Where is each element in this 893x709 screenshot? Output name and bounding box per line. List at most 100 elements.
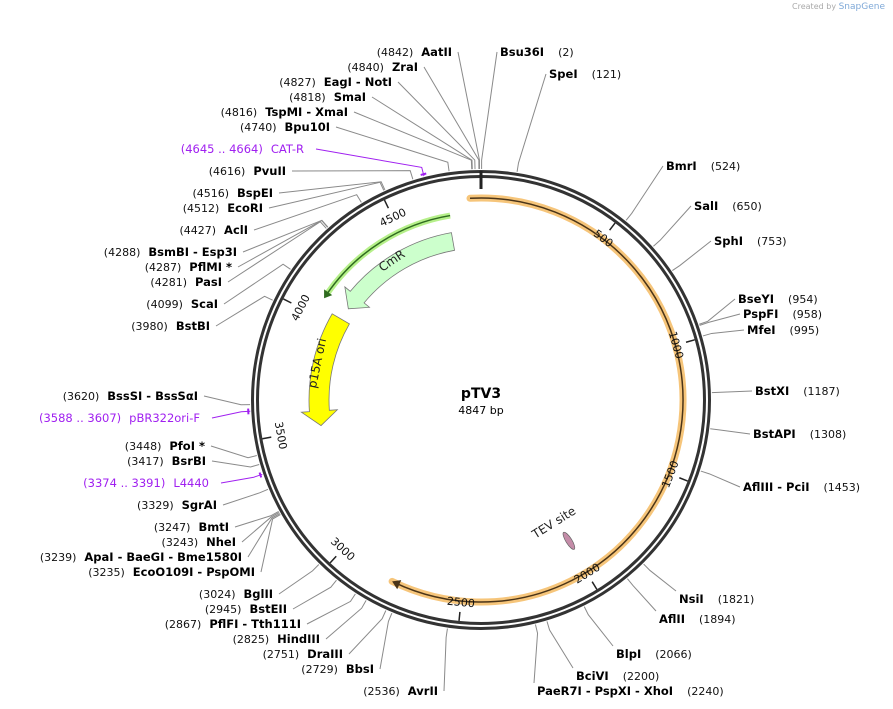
enzyme-label[interactable]: BseYI(954)	[738, 292, 818, 306]
enzyme-label[interactable]: (3329)SgrAI	[137, 498, 217, 512]
enzyme-line	[516, 73, 547, 172]
enzyme-position: (4099)	[146, 298, 183, 311]
p15a-ori-feature-arrow[interactable]	[300, 313, 350, 427]
enzyme-label[interactable]: (2536)AvrII	[363, 684, 438, 698]
enzyme-label[interactable]: (3448)PfoI *	[125, 439, 205, 453]
cmr-line[interactable]	[326, 214, 451, 295]
tick-mark	[283, 298, 292, 304]
enzyme-position: (1308)	[810, 428, 847, 441]
enzyme-name: PvuII	[253, 164, 286, 178]
enzyme-label[interactable]: (3243)NheI	[162, 535, 236, 549]
enzyme-line	[247, 513, 281, 558]
enzyme-label[interactable]: (2729)BbsI	[301, 662, 374, 676]
enzyme-label[interactable]: (3620)BssSI - BssSαI	[63, 389, 198, 403]
enzyme-line	[335, 126, 450, 172]
enzyme-label[interactable]: AflIII - PciI(1453)	[743, 480, 860, 494]
tev-site-label: TEV site	[529, 504, 578, 542]
enzyme-label[interactable]: BstAPI(1308)	[753, 427, 846, 441]
primer-mark	[258, 472, 263, 478]
enzyme-label[interactable]: (2945) BstEII	[205, 602, 287, 616]
enzyme-label[interactable]: Bsu36I(2)	[500, 45, 574, 59]
enzyme-position: (1894)	[699, 613, 736, 626]
tev-site-feature[interactable]	[561, 531, 577, 551]
enzyme-label[interactable]: (4099)ScaI	[146, 297, 218, 311]
enzyme-name: Bsu36I	[500, 45, 544, 59]
enzyme-label[interactable]: AflII(1894)	[659, 612, 736, 626]
enzyme-name: PasI	[195, 275, 222, 289]
enzyme-label[interactable]: (4827)EagI - NotI	[279, 75, 392, 89]
enzyme-label[interactable]: SphI(753)	[714, 234, 787, 248]
enzyme-label[interactable]: (4816) TspMI - XmaI	[221, 105, 348, 119]
tick-label: 4000	[289, 292, 313, 323]
enzyme-position: (3243)	[162, 536, 199, 549]
enzyme-label[interactable]: (4818)SmaI	[289, 90, 366, 104]
enzyme-label[interactable]: PaeR7I - PspXI - XhoI(2240)	[537, 684, 724, 698]
tick-label: 4500	[378, 206, 409, 230]
enzyme-name: PspFI	[743, 307, 778, 321]
enzyme-label[interactable]: (4288)BsmBI - Esp3I	[104, 245, 237, 259]
primer-label[interactable]: (4645 .. 4664)CAT-R	[181, 142, 304, 156]
enzyme-label[interactable]: (4427)AclI	[179, 223, 248, 237]
enzyme-label[interactable]: (4512)EcoRI	[183, 201, 263, 215]
enzyme-label[interactable]: SpeI(121)	[549, 67, 621, 81]
enzyme-label[interactable]: (4287)PflMI *	[145, 260, 232, 274]
enzyme-label[interactable]: NsiI(1821)	[679, 592, 754, 606]
logo-brand: SnapGene	[838, 2, 885, 12]
enzyme-label[interactable]: (2825)HindIII	[233, 632, 320, 646]
enzyme-line	[253, 194, 362, 231]
enzyme-label[interactable]: BciVI(2200)	[576, 669, 659, 683]
enzyme-label[interactable]: (3024)BglII	[199, 587, 273, 601]
enzyme-label[interactable]: (4281) PasI	[150, 275, 222, 289]
enzyme-label[interactable]: (3235)EcoO109I - PspOMI	[88, 565, 255, 579]
enzyme-label[interactable]: MfeI(995)	[747, 323, 819, 337]
primer-name: pBR322ori-F	[129, 411, 200, 425]
enzyme-position: (1187)	[803, 385, 840, 398]
tick-mark	[329, 555, 337, 564]
enzyme-line	[268, 181, 385, 209]
enzyme-line	[702, 329, 745, 337]
enzyme-label[interactable]: (3980)BstBI	[131, 319, 210, 333]
orange-feature-line[interactable]	[394, 197, 684, 603]
enzyme-name: AflIII - PciI	[743, 480, 810, 494]
enzyme-label[interactable]: (4516)BspEI	[192, 186, 273, 200]
enzyme-label[interactable]: (3247)BmtI	[154, 520, 229, 534]
enzyme-label[interactable]: SalI(650)	[694, 199, 762, 213]
enzyme-label[interactable]: (2867)PflFI - Tth111I	[165, 617, 301, 631]
enzyme-label[interactable]: PspFI(958)	[743, 307, 822, 321]
enzyme-label[interactable]: BmrI(524)	[666, 159, 740, 173]
enzyme-label[interactable]: (4840)ZraI	[347, 60, 418, 74]
enzyme-label[interactable]: (4616)PvuII	[209, 164, 286, 178]
enzyme-name: PaeR7I - PspXI - XhoI	[537, 684, 673, 698]
cmr-line-arrowhead	[324, 289, 333, 299]
enzyme-name: BmtI	[198, 520, 229, 534]
enzyme-label[interactable]: BstXI(1187)	[755, 384, 840, 398]
enzyme-position: (2945)	[205, 603, 242, 616]
enzyme-name: DraIII	[307, 647, 343, 661]
enzyme-line	[292, 579, 337, 610]
enzyme-label[interactable]: BlpI(2066)	[616, 647, 692, 661]
enzyme-line	[227, 221, 327, 283]
primer-label[interactable]: (3588 .. 3607)pBR322ori-F	[39, 411, 200, 425]
enzyme-line	[278, 181, 386, 194]
primer-line	[315, 148, 425, 177]
enzyme-label[interactable]: (2751)DraIII	[263, 647, 343, 661]
enzyme-name: SmaI	[334, 90, 366, 104]
enzyme-name: BspEI	[237, 186, 273, 200]
enzyme-position: (4281)	[150, 276, 187, 289]
cmr-feature-arrow[interactable]	[344, 232, 455, 310]
enzyme-line	[699, 313, 741, 326]
enzyme-name: NsiI	[679, 592, 704, 606]
enzyme-label[interactable]: (4842)AatII	[377, 45, 452, 59]
enzyme-name: TspMI - XmaI	[265, 105, 348, 119]
enzyme-label[interactable]: (3417)BsrBI	[127, 454, 206, 468]
enzyme-line	[583, 606, 614, 647]
enzyme-line	[711, 390, 753, 394]
primer-name: CAT-R	[271, 142, 304, 156]
enzyme-position: (4816)	[221, 106, 258, 119]
enzyme-label[interactable]: (4740)Bpu10I	[240, 120, 330, 134]
enzyme-line	[533, 624, 539, 684]
enzyme-label[interactable]: (3239)ApaI - BaeGI - Bme1580I	[40, 550, 242, 564]
enzyme-name: BlpI	[616, 647, 641, 661]
primer-label[interactable]: (3374 .. 3391)L4440	[83, 476, 209, 490]
enzyme-name: BstEII	[249, 602, 287, 616]
